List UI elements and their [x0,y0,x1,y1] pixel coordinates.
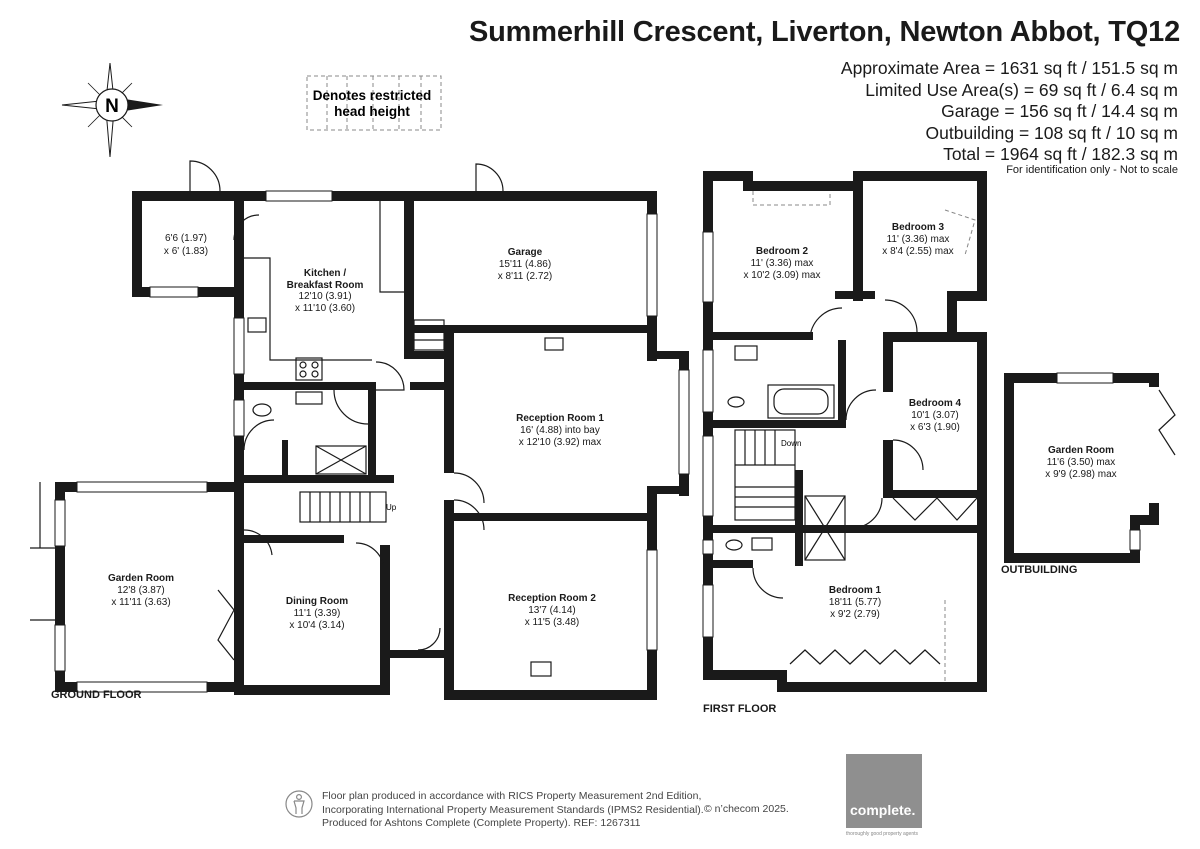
compass-letter: N [105,96,119,117]
bedroom-1-name: Bedroom 1 [829,585,882,596]
identification-note: For identification only - Not to scale [1006,164,1178,176]
reception-2-dim-1: 13'7 (4.14) [528,605,576,616]
logo-wordmark: complete. [850,802,916,818]
bedroom-4-dim-2: x 6'3 (1.90) [910,422,960,433]
kitchen-dim-2: x 11'10 (3.60) [295,303,355,314]
bedroom-3-dim-2: x 8'4 (2.55) max [882,246,953,257]
bedroom-3-dim-1: 11' (3.36) max [887,234,950,245]
reception-1-name: Reception Room 1 [516,413,604,424]
footer-line-3: Produced for Ashtons Complete (Complete … [322,817,641,829]
area-total: Total = 1964 sq ft / 182.3 sq m [943,144,1178,165]
copyright-text: © n’checom 2025. [704,803,789,815]
outbuilding-label: OUTBUILDING [1001,564,1077,576]
logo-tagline: thoroughly good property agents [846,831,918,837]
outbuilding-dim-2: x 9'9 (2.98) max [1045,469,1116,480]
kitchen-name-2: Breakfast Room [287,280,364,291]
footer-line-2: Incorporating International Property Mea… [322,803,704,816]
dining-room-dim-1: 11'1 (3.39) [294,608,341,619]
area-outbuilding: Outbuilding = 108 sq ft / 10 sq m [925,122,1178,143]
outbuilding-garden-room-name: Garden Room [1048,445,1114,456]
ground-floor-plan [30,160,690,700]
bedroom-2-dim-2: x 10'2 (3.09) max [744,270,821,281]
bedroom-4-name: Bedroom 4 [909,398,962,409]
garden-room-name: Garden Room [108,573,174,584]
stairs-down-label: Down [781,439,801,448]
footer-disclaimer: Floor plan produced in accordance with R… [322,790,704,831]
bedroom-2-name: Bedroom 2 [756,246,809,257]
area-garage: Garage = 156 sq ft / 14.4 sq m [941,101,1178,122]
bedroom-1-dim-2: x 9'2 (2.79) [830,609,880,620]
bedroom-3-name: Bedroom 3 [892,222,945,233]
store-dim-2: x 6' (1.83) [164,246,208,257]
footer-line-1: Floor plan produced in accordance with R… [322,790,702,802]
page-title: Summerhill Crescent, Liverton, Newton Ab… [468,16,1180,48]
area-approximate: Approximate Area = 1631 sq ft / 151.5 sq… [840,58,1178,78]
area-limited-use: Limited Use Area(s) = 69 sq ft / 6.4 sq … [865,79,1178,100]
kitchen-name-1: Kitchen / [304,268,346,279]
reception-1-dim-2: x 12'10 (3.92) max [519,437,602,448]
accessibility-person-icon [285,790,313,818]
ground-floor-label: GROUND FLOOR [51,689,141,701]
compass-icon: N [61,62,163,158]
reception-2-dim-2: x 11'5 (3.48) [525,617,580,628]
garden-room-dim-2: x 11'11 (3.63) [111,597,170,608]
reception-1-dim-1: 16' (4.88) into bay [520,425,600,436]
garage-dim-2: x 8'11 (2.72) [498,271,553,282]
outbuilding-dim-1: 11'6 (3.50) max [1047,457,1115,468]
outbuilding-plan [1004,372,1176,563]
garage-dim-1: 15'11 (4.86) [499,259,551,270]
stairs-up-label: Up [386,503,397,512]
dining-room-dim-2: x 10'4 (3.14) [289,620,344,631]
legend-line-1: Denotes restricted [313,88,432,103]
restricted-head-height-legend-box [306,75,442,131]
complete-logo: complete. [846,754,922,828]
reception-2-name: Reception Room 2 [508,593,596,604]
garden-room-dim-1: 12'8 (3.87) [117,585,165,596]
store-dim-1: 6'6 (1.97) [165,233,207,244]
garage-name: Garage [508,247,543,258]
bedroom-2-dim-1: 11' (3.36) max [751,258,814,269]
dining-room-name: Dining Room [286,596,348,607]
first-floor-plan [702,171,987,692]
bedroom-1-dim-1: 18'11 (5.77) [829,597,881,608]
first-floor-label: FIRST FLOOR [703,703,776,715]
kitchen-dim-1: 12'10 (3.91) [298,291,351,302]
legend-line-2: head height [334,104,410,119]
bedroom-4-dim-1: 10'1 (3.07) [911,410,959,421]
area-summary: Approximate Area = 1631 sq ft / 151.5 sq… [841,58,1178,166]
